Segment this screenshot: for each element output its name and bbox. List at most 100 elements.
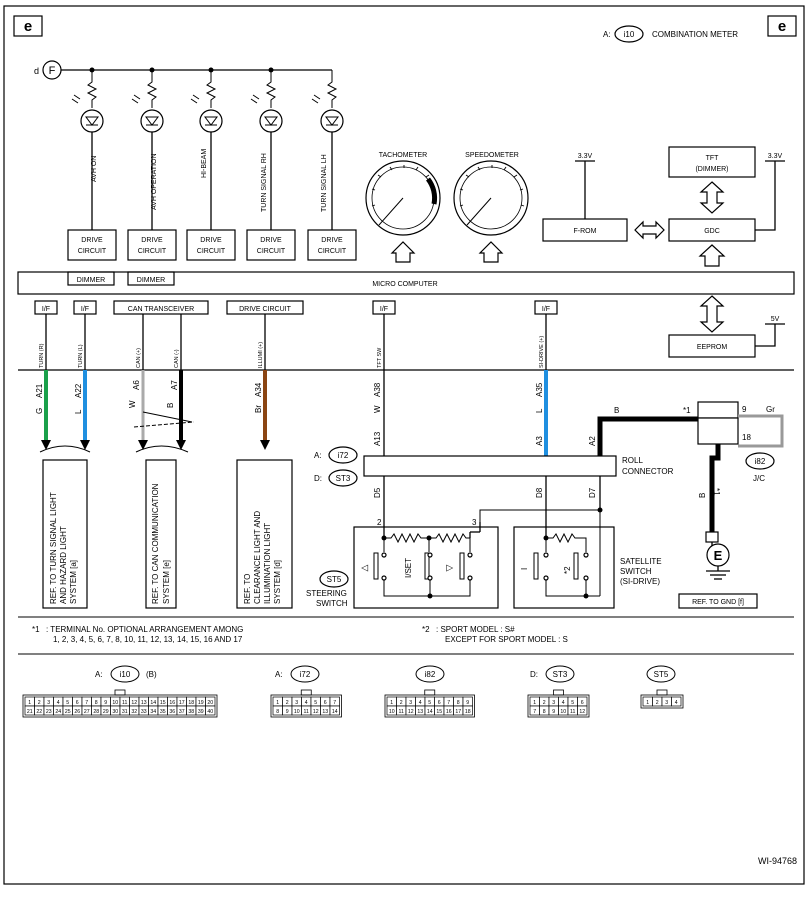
pin-number: 20 <box>207 700 213 706</box>
pin-number: 11 <box>122 700 127 706</box>
svg-text:Gr: Gr <box>766 405 775 414</box>
pin-number: 15 <box>160 700 166 706</box>
pin-number: 31 <box>122 709 128 715</box>
pin-number: 5 <box>428 700 431 706</box>
lamp-turn-signal-rh: TURN SIGNAL RH <box>250 67 283 230</box>
pin-number: 14 <box>150 700 156 706</box>
svg-text:CIRCUIT: CIRCUIT <box>197 248 226 255</box>
connector-id: i82 <box>425 670 436 679</box>
svg-text:3.3V: 3.3V <box>768 153 783 160</box>
svg-text:18: 18 <box>742 433 751 442</box>
svg-text:ILLUMINATION LIGHT: ILLUMINATION LIGHT <box>263 523 272 604</box>
pin-number: 2 <box>400 700 403 706</box>
connector-id: i72 <box>300 670 311 679</box>
steering-switch: 2 3 △ ▽ I/SET ST5 STEERING SWITCH <box>306 518 499 609</box>
pin-number: 26 <box>74 709 80 715</box>
drive-circuit-box: DRIVE CIRCUIT <box>186 229 236 261</box>
pin-number: 38 <box>188 709 194 715</box>
pin-number: 8 <box>95 700 98 706</box>
pin-number: 13 <box>417 709 423 715</box>
pin-number: 3 <box>409 700 412 706</box>
svg-text:J/C: J/C <box>753 474 765 483</box>
header-connector: A: i10 COMBINATION METER <box>603 25 738 43</box>
pin-number: 7 <box>447 700 450 706</box>
dimmer-boxes: DIMMER DIMMER <box>67 271 175 286</box>
svg-text:▽: ▽ <box>444 564 454 571</box>
svg-text:Br: Br <box>254 405 263 413</box>
tachometer: TACHOMETER <box>365 152 441 263</box>
pin-number: 10 <box>560 709 566 715</box>
svg-text:*2: *2 <box>422 625 430 634</box>
svg-text:SATELLITE: SATELLITE <box>620 557 662 566</box>
pin-number: 12 <box>408 709 414 715</box>
svg-text:e: e <box>24 18 32 35</box>
svg-text:SYSTEM [e]: SYSTEM [e] <box>162 560 171 604</box>
drive-circuit-box: DRIVE CIRCUIT <box>127 229 177 261</box>
pin-number: 18 <box>188 700 194 706</box>
svg-text:A7: A7 <box>170 380 179 390</box>
connector-pin <box>577 705 588 716</box>
connector-pin <box>671 696 682 707</box>
svg-text:SWITCH: SWITCH <box>620 567 652 576</box>
svg-text:ROLL: ROLL <box>622 456 643 465</box>
svg-text:REF. TO CAN COMMUNICATION: REF. TO CAN COMMUNICATION <box>151 483 160 604</box>
pin-number: 5 <box>571 700 574 706</box>
pin-number: 10 <box>389 709 395 715</box>
pin-number: 29 <box>103 709 109 715</box>
svg-text:CIRCUIT: CIRCUIT <box>78 248 107 255</box>
pin-number: 1 <box>533 700 536 706</box>
svg-text:A6: A6 <box>132 380 141 390</box>
interface-boxes: I/F I/F CAN TRANSCEIVER DRIVE CIRCUIT I/… <box>34 300 558 315</box>
svg-text:CIRCUIT: CIRCUIT <box>257 248 286 255</box>
svg-text:TURN (L): TURN (L) <box>78 344 84 368</box>
pin-number: 2 <box>286 700 289 706</box>
svg-text:EXCEPT FOR SPORT MODEL : S: EXCEPT FOR SPORT MODEL : S <box>445 635 568 644</box>
display-controller: 3.3V F-ROM TFT (DIMMER) GDC 3.3V EEPROM … <box>542 146 785 358</box>
svg-text:HI-BEAM: HI-BEAM <box>201 149 208 178</box>
connector-id: ST3 <box>553 670 568 679</box>
pin-number: 16 <box>446 709 452 715</box>
svg-text:W: W <box>373 405 382 413</box>
svg-text:REF. TO TURN SIGNAL LIGHT: REF. TO TURN SIGNAL LIGHT <box>49 492 58 604</box>
svg-text:D:: D: <box>314 474 322 483</box>
pin-number: 10 <box>294 709 300 715</box>
pin-number: 4 <box>57 700 60 706</box>
pin-number: 4 <box>562 700 565 706</box>
drive-circuit-box: DRIVE CIRCUIT <box>307 229 357 261</box>
svg-text:TFT SW: TFT SW <box>377 347 383 368</box>
svg-text:i72: i72 <box>338 451 349 460</box>
svg-text:*2: *2 <box>563 566 572 574</box>
svg-text:CAN TRANSCEIVER: CAN TRANSCEIVER <box>128 306 194 313</box>
pin-number: 32 <box>131 709 137 715</box>
pin-number: 15 <box>436 709 442 715</box>
svg-text:A2: A2 <box>588 436 597 446</box>
pin-number: 34 <box>150 709 156 715</box>
pin-number: 2 <box>656 700 659 706</box>
lamp-avh-operation: AVH OPERATION <box>131 67 164 230</box>
drive-circuit-box: DRIVE CIRCUIT <box>67 229 117 261</box>
svg-text:SYSTEM [d]: SYSTEM [d] <box>273 560 282 604</box>
pin-number: 19 <box>198 700 204 706</box>
svg-text:2: 2 <box>377 518 382 527</box>
drawing-code: WI-94768 <box>758 856 797 866</box>
svg-text:(DIMMER): (DIMMER) <box>695 166 728 173</box>
pin-number: 3 <box>552 700 555 706</box>
lamp-hi-beam: HI-BEAM <box>190 67 223 230</box>
speedometer: SPEEDOMETER <box>453 152 529 263</box>
micro-computer: MICRO COMPUTER <box>17 271 795 295</box>
pin-number: 22 <box>36 709 42 715</box>
warning-lamps: AVH ON AVH OPERATION HI-BEAM <box>71 67 344 230</box>
svg-text:A:: A: <box>603 30 611 39</box>
svg-text:STEERING: STEERING <box>306 589 347 598</box>
pin-number: 11 <box>399 709 404 715</box>
pin-number: 5 <box>66 700 69 706</box>
svg-text:L: L <box>74 409 83 414</box>
svg-text:1, 2, 3, 4, 5, 6, 7, 8, 10, 11: 1, 2, 3, 4, 5, 6, 7, 8, 10, 11, 12, 13, … <box>53 635 243 644</box>
ref-can-communication: REF. TO CAN COMMUNICATION SYSTEM [e] <box>145 459 177 609</box>
svg-text:△: △ <box>359 564 369 571</box>
pin-number: 13 <box>141 700 147 706</box>
pin-number: 7 <box>333 700 336 706</box>
pin-number: 12 <box>579 709 585 715</box>
